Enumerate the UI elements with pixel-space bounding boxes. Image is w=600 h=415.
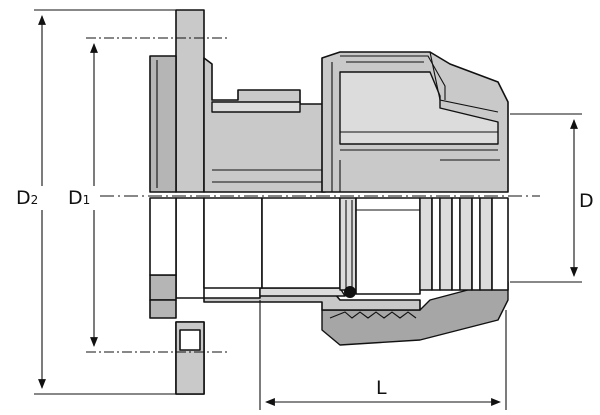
d2-label: D2 — [16, 187, 38, 209]
extension-lines — [34, 9, 582, 410]
d-label: D — [579, 190, 594, 212]
upper-body — [203, 57, 326, 193]
o-ring — [344, 286, 356, 298]
lower-body — [203, 287, 421, 311]
inner-bore — [203, 197, 341, 289]
flange-hub — [149, 55, 177, 301]
l-label: L — [376, 377, 387, 399]
flange-lower-lug — [149, 299, 205, 395]
grip-ring — [339, 197, 509, 295]
compression-nut-upper — [321, 51, 509, 193]
d1-label: D1 — [68, 187, 90, 209]
compression-nut-lower — [321, 281, 509, 346]
